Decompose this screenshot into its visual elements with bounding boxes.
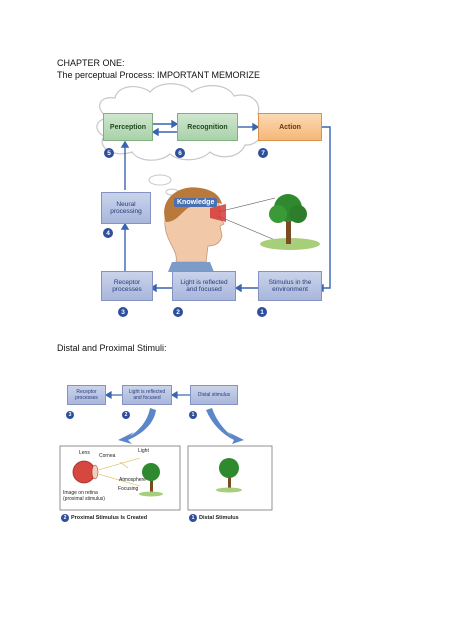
caption-badge-1: 1 xyxy=(189,514,197,522)
thought-bubble-1 xyxy=(148,174,172,186)
d2-distal-stimulus-box: Distal stimulus xyxy=(190,385,238,405)
light-reflected-box: Light is reflected and focused xyxy=(172,271,236,301)
step-badge-5: 5 xyxy=(104,148,114,158)
tree-illustration xyxy=(260,194,320,250)
distal-tree xyxy=(216,458,242,493)
proximal-tree xyxy=(139,463,163,497)
cornea-label: Cornea xyxy=(99,453,116,459)
stimulus-environment-box: Stimulus in the environment xyxy=(258,271,322,301)
receptor-processes-box: Receptor processes xyxy=(101,271,153,301)
lens-label: Lens xyxy=(79,450,90,456)
d2-badge-1: 1 xyxy=(189,411,197,419)
perception-box: Perception xyxy=(103,113,153,141)
image-on-retina-label: Image on retina (proximal stimulus) xyxy=(63,490,105,502)
distal-caption: Distal Stimulus xyxy=(199,515,239,521)
eye-illustration xyxy=(72,457,141,487)
person-head-illustration xyxy=(164,187,225,272)
neural-processing-box: Neural processing xyxy=(101,192,151,224)
step-badge-2: 2 xyxy=(173,307,183,317)
atmosphere-label: Atmosphere xyxy=(119,477,146,483)
knowledge-label: Knowledge xyxy=(174,198,218,207)
arrow-to-proximal xyxy=(118,408,156,444)
recognition-box: Recognition xyxy=(177,113,238,141)
d2-receptor-box: Receptor processes xyxy=(67,385,106,405)
d2-badge-2: 2 xyxy=(122,411,130,419)
action-box: Action xyxy=(258,113,322,141)
step-badge-7: 7 xyxy=(258,148,268,158)
caption-badge-2: 2 xyxy=(61,514,69,522)
step-badge-4: 4 xyxy=(103,228,113,238)
distal-proximal-heading: Distal and Proximal Stimuli: xyxy=(57,343,167,353)
light-label: Light xyxy=(138,448,149,454)
proximal-caption: Proximal Stimulus Is Created xyxy=(71,515,148,521)
process-subtitle: The perceptual Process: IMPORTANT MEMORI… xyxy=(57,70,261,80)
step-badge-1: 1 xyxy=(257,307,267,317)
d2-light-box: Light is reflected and focused xyxy=(122,385,172,405)
step-badge-3: 3 xyxy=(118,307,128,317)
chapter-heading: CHAPTER ONE: xyxy=(57,58,125,68)
arrow-to-distal xyxy=(206,408,244,444)
step-badge-6: 6 xyxy=(175,148,185,158)
d2-badge-3: 3 xyxy=(66,411,74,419)
focusing-label: Focusing xyxy=(118,486,139,492)
